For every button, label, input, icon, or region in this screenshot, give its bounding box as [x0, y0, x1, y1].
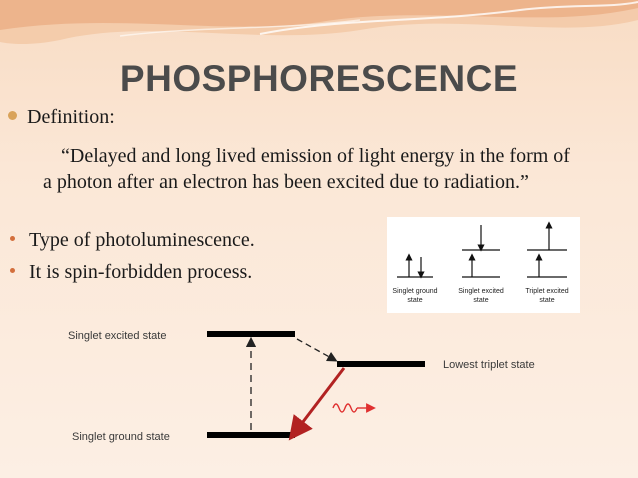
spin-label: Singlet excited — [458, 288, 504, 295]
singlet-excited-level — [207, 331, 295, 337]
spin-label: Singlet ground — [392, 288, 437, 295]
bullet-text: It is spin-forbidden process. — [29, 261, 253, 283]
singlet-ground-spin — [397, 253, 433, 279]
definition-text: “Delayed and long lived emission of ligh… — [43, 145, 570, 193]
singlet-ground-label: Singlet ground state — [72, 431, 170, 443]
triplet-excited-spin — [527, 221, 567, 278]
lowest-triplet-label: Lowest triplet state — [443, 359, 535, 371]
spin-label: state — [407, 297, 422, 304]
bullet-text: Type of photoluminescence. — [29, 229, 255, 251]
bullet-icon — [10, 236, 15, 241]
bullet-icon — [10, 268, 15, 273]
photon-wave-icon — [332, 403, 358, 413]
definition-label: Definition: — [27, 106, 115, 128]
intersystem-crossing-arrow — [296, 338, 338, 362]
bullet-icon — [8, 111, 17, 120]
spin-label: state — [473, 297, 488, 304]
bullet-item: It is spin-forbidden process. — [8, 261, 252, 284]
header-swoosh — [0, 0, 638, 44]
bullet-item: Type of photoluminescence. — [8, 229, 255, 252]
spin-states-figure: Singlet ground state Singlet excited sta… — [387, 217, 580, 313]
singlet-ground-level — [207, 432, 295, 438]
spin-label: Triplet excited — [525, 288, 568, 295]
singlet-excited-label: Singlet excited state — [68, 330, 166, 342]
singlet-excited-spin — [462, 225, 500, 278]
definition-bullet: Definition: — [8, 106, 115, 129]
slide-title: PHOSPHORESCENCE — [119, 58, 519, 99]
spin-label: state — [539, 297, 554, 304]
spin-states-svg: Singlet ground state Singlet excited sta… — [392, 221, 569, 304]
phosphorescence-emission-arrow — [288, 367, 346, 441]
lowest-triplet-level — [337, 361, 425, 367]
